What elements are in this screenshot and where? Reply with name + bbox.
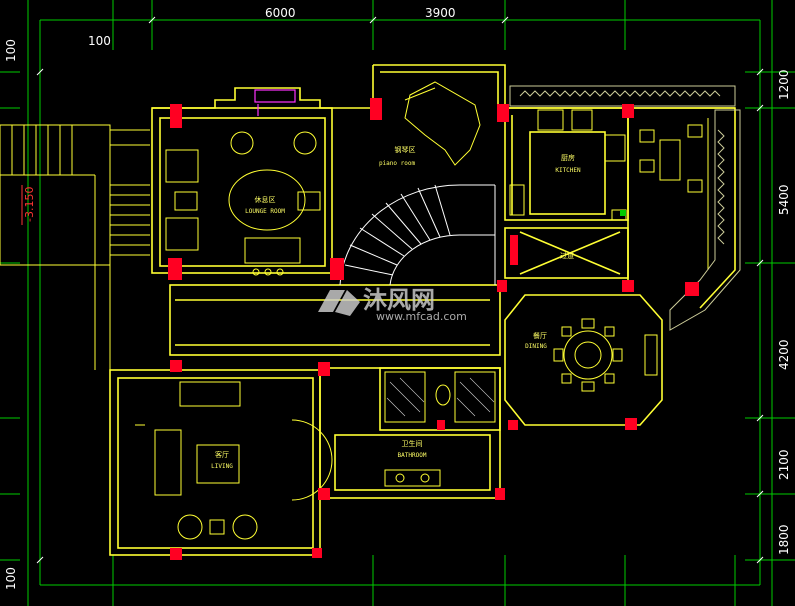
dimension-left-top-offset: 100 [88,34,111,48]
watermark-logo-icon [318,290,360,316]
dimension-right-3: 4200 [777,339,791,370]
curved-staircase [339,184,496,286]
room-label-bathroom-en: BATHROOM [398,452,427,459]
dimension-right-2: 5400 [777,184,791,215]
room-label-lounge-cn: 休息区 [255,195,276,204]
room-label-corridor-cn: 过道 [560,251,574,260]
dining-table [553,318,658,392]
room-label-dining-en: DINING [525,343,547,350]
dimension-top-1: 6000 [265,6,296,20]
room-label-living-en: LIVING [211,463,233,470]
bathroom-fixtures [384,371,496,487]
watermark: 沐风网 www.mfcad.com [318,286,467,323]
watermark-brand: 沐风网 [363,286,435,314]
lounge-furniture [165,131,321,276]
dimension-right-5: 1800 [777,524,791,555]
room-label-lounge-en: LOUNGE ROOM [245,208,285,215]
dimension-left-2: 100 [4,567,18,590]
hatch-patterns [386,377,495,417]
dimension-left-1: 100 [4,39,18,62]
room-label-kitchen-en: KITCHEN [555,167,581,174]
room-label-kitchen-cn: 厨房 [561,153,575,162]
dimension-top-2: 3900 [425,6,456,20]
watermark-url: www.mfcad.com [376,310,467,323]
dimension-right-4: 2100 [777,449,791,480]
magenta-fixtures [254,89,296,116]
planter-hedge [509,85,741,331]
structural-columns [168,98,699,560]
room-label-dining-cn: 餐厅 [533,331,547,340]
room-label-living-cn: 客厅 [215,450,229,459]
room-label-piano-en: piano room [379,160,416,167]
grand-piano [404,81,481,166]
green-door-marker [620,210,626,216]
room-label-bathroom-cn: 卫生间 [402,439,423,448]
level-marker: -3.150 [23,187,36,222]
dimension-right-1: 1200 [777,69,791,100]
kitchen-fixtures [509,109,709,270]
walls [109,64,736,556]
exterior-stairs [0,124,150,370]
dimension-ticks [36,16,764,564]
room-label-piano-cn: 钢琴区 [395,145,416,154]
living-furniture [135,381,333,540]
